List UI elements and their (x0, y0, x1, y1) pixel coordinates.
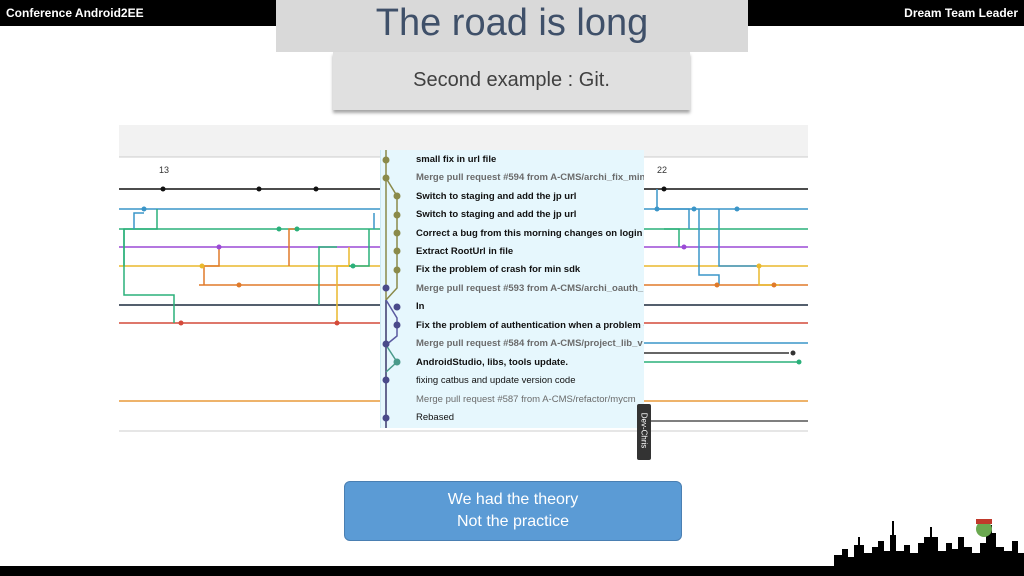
commit-row[interactable]: Switch to staging and add the jp url (416, 191, 577, 202)
commit-row[interactable]: Merge pull request #594 from A-CMS/archi… (416, 172, 644, 183)
commit-dots-right (654, 186, 802, 365)
conference-label: Conference Android2EE (6, 6, 144, 20)
commit-row[interactable]: Merge pull request #587 from A-CMS/refac… (416, 394, 636, 405)
slide-title: The road is long (375, 2, 649, 44)
subtitle-box (333, 52, 690, 110)
commit-row[interactable]: In (416, 301, 425, 312)
slide-subtitle: Second example : Git. (413, 69, 610, 91)
team-label: Dream Team Leader (904, 6, 1018, 20)
commit-row[interactable]: fixing catbus and update version code (416, 375, 576, 386)
commit-row[interactable]: Switch to staging and add the jp url (416, 209, 577, 220)
commit-list-graph (382, 150, 401, 428)
commit-row[interactable]: Rebased (416, 412, 455, 423)
commit-row[interactable]: Fix the problem of authentication when a… (416, 320, 644, 331)
commit-row[interactable]: Merge pull request #584 from A-CMS/proje… (416, 338, 643, 349)
commit-row[interactable]: small fix in url file (416, 154, 497, 165)
commit-row[interactable]: Fix the problem of crash for min sdk (416, 264, 581, 275)
commit-row[interactable]: AndroidStudio, libs, tools update. (416, 357, 568, 368)
commit-row[interactable]: Merge pull request #593 from A-CMS/archi… (416, 283, 644, 294)
callout-line-2: Not the practice (456, 513, 570, 530)
branch-tag-label: Dev-Chris (639, 412, 649, 449)
commit-row[interactable]: Correct a bug from this morning changes … (416, 228, 644, 239)
column-label-13: 13 (159, 165, 169, 175)
bottom-bar (0, 566, 1024, 576)
title-background (276, 0, 748, 52)
commit-list-popup: small fix in url file Merge pull request… (380, 150, 644, 428)
commit-dots-left (141, 186, 356, 326)
city-skyline-logo (834, 519, 1024, 567)
commit-row[interactable]: Extract RootUrl in file (416, 246, 514, 257)
column-label-22: 22 (657, 165, 667, 175)
callout-line-1: We had the theory (447, 491, 579, 508)
callout-box: We had the theory Not the practice (344, 481, 682, 541)
branch-tag[interactable]: Dev-Chris (637, 404, 651, 460)
